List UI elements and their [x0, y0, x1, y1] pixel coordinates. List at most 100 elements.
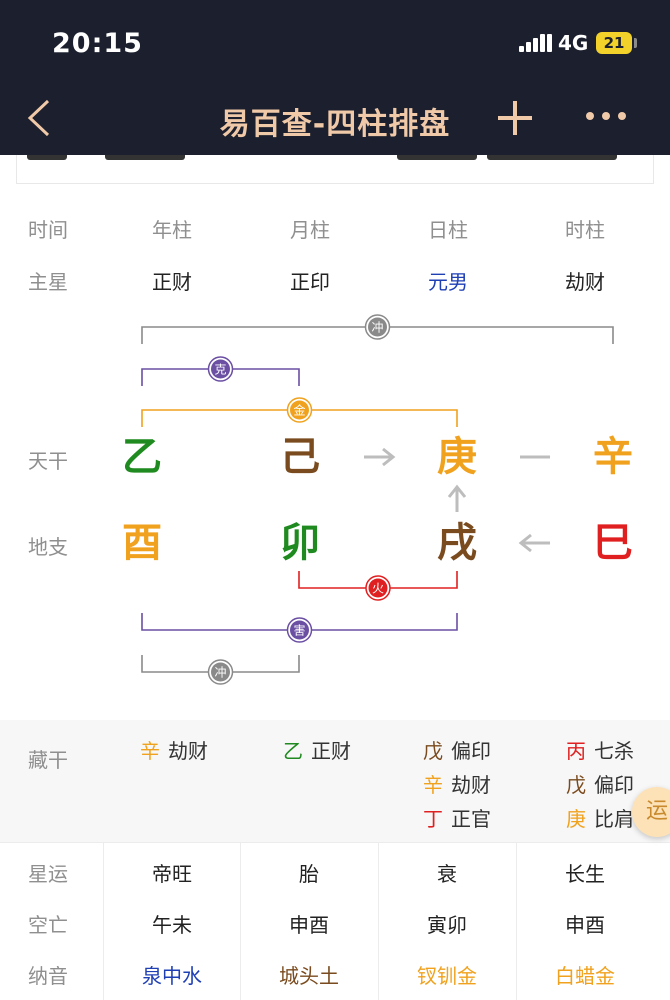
- star-luck-hour: 长生: [565, 862, 605, 886]
- branch-day: 戌: [437, 520, 477, 566]
- hidden-stem-gan: 丁: [423, 807, 443, 831]
- hidden-stem-gan: 戊: [566, 773, 586, 797]
- table-divider: [378, 842, 379, 1000]
- hidden-stem-god: 劫财: [451, 773, 491, 797]
- hidden-stem-gan: 戊: [423, 739, 443, 763]
- peek-text-fragment: [27, 155, 67, 160]
- hidden-stem-god: 正财: [311, 739, 351, 763]
- branch-hour: 巳: [593, 520, 633, 566]
- hidden-stem-item: 乙正财: [283, 735, 351, 764]
- scrolled-info-card: [16, 155, 654, 184]
- table-divider: [240, 842, 241, 1000]
- relation-badge-label: 金: [293, 403, 305, 418]
- branch-year: 酉: [122, 520, 162, 566]
- battery-nub: [634, 38, 637, 48]
- hidden-stem-gan: 庚: [566, 807, 586, 831]
- kongwang-month: 申酉: [289, 913, 329, 937]
- network-type: 4G: [558, 31, 589, 55]
- hidden-stem-god: 劫财: [168, 739, 208, 763]
- table-top-border: [0, 842, 670, 843]
- hidden-stem-section: [0, 720, 670, 842]
- pillar-header-hour: 时柱: [565, 218, 605, 242]
- relation-badge-label: 冲: [214, 665, 226, 680]
- label-star-luck: 星运: [28, 862, 68, 886]
- hidden-stem-god: 比肩: [594, 807, 634, 831]
- hidden-stem-god: 七杀: [594, 739, 634, 763]
- relation-badge-label: 冲: [371, 320, 383, 335]
- label-heavenly-stem: 天干: [28, 449, 68, 473]
- branch-month: 卯: [280, 520, 320, 566]
- nayin-day: 钗钏金: [417, 964, 477, 988]
- main-star-day: 元男: [428, 270, 468, 294]
- relation-badge-label: 克: [214, 363, 226, 377]
- pillar-header-year: 年柱: [152, 218, 192, 242]
- more-icon[interactable]: [584, 101, 628, 131]
- label-nayin: 纳音: [28, 964, 68, 988]
- label-kongwang: 空亡: [28, 913, 68, 937]
- nayin-month: 城头土: [279, 964, 339, 988]
- hidden-stem-gan: 丙: [566, 739, 586, 763]
- table-divider: [516, 842, 517, 1000]
- peek-text-fragment: [487, 155, 617, 160]
- table-divider: [103, 842, 104, 1000]
- hidden-stem-item: 丁正官: [423, 803, 491, 832]
- battery-icon: 21: [596, 32, 632, 54]
- peek-text-fragment: [397, 155, 477, 160]
- main-star-month: 正印: [290, 270, 330, 294]
- relation-badge-label: 火: [372, 582, 384, 596]
- hidden-stem-god: 偏印: [594, 773, 634, 797]
- nayin-year: 泉中水: [142, 964, 202, 988]
- peek-text-fragment: [105, 155, 185, 160]
- stem-day: 庚: [437, 434, 477, 480]
- star-luck-year: 帝旺: [152, 862, 192, 886]
- main-star-hour: 劫财: [565, 270, 605, 294]
- label-main-star: 主星: [28, 270, 68, 294]
- hidden-stem-gan: 乙: [283, 739, 303, 763]
- stem-hour: 辛: [593, 434, 633, 480]
- relation-top-2: 金: [141, 397, 458, 427]
- stem-year: 乙: [122, 434, 162, 480]
- relation-top-1: 克: [141, 356, 300, 386]
- pillar-detail-table: [0, 842, 670, 1000]
- signal-icon: [519, 34, 553, 52]
- arrow-right-icon: [364, 447, 396, 467]
- kongwang-hour: 申酉: [565, 913, 605, 937]
- nav-bar: 易百查-四柱排盘: [0, 85, 670, 155]
- hidden-stem-item: 丙七杀: [566, 735, 634, 764]
- kongwang-year: 午未: [152, 913, 192, 937]
- hidden-stem-gan: 辛: [140, 739, 160, 763]
- hidden-stem-god: 正官: [451, 807, 491, 831]
- hidden-stem-item: 戊偏印: [566, 769, 634, 798]
- add-icon[interactable]: [494, 95, 536, 141]
- arrow-left-icon: [518, 533, 550, 553]
- hidden-stem-item: 庚比肩: [566, 803, 634, 832]
- relation-bottom-5: 冲: [141, 655, 300, 685]
- status-bar: 20:15 4G 21: [0, 0, 670, 85]
- star-luck-month: 胎: [299, 862, 319, 886]
- label-earthly-branch: 地支: [28, 535, 68, 559]
- relation-badge-label: 害: [293, 623, 305, 638]
- stem-month: 己: [280, 434, 320, 480]
- hidden-stem-item: 戊偏印: [423, 735, 491, 764]
- hidden-stem-god: 偏印: [451, 739, 491, 763]
- luck-floating-button[interactable]: 运: [632, 787, 670, 837]
- hidden-stem-item: 辛劫财: [140, 735, 208, 764]
- pillar-header-month: 月柱: [290, 218, 330, 242]
- relation-bottom-3: 火: [298, 571, 458, 601]
- nayin-hour: 白蜡金: [555, 964, 615, 988]
- hidden-stem-gan: 辛: [423, 773, 443, 797]
- main-star-year: 正财: [152, 270, 192, 294]
- pillar-header-day: 日柱: [428, 218, 468, 242]
- label-time: 时间: [28, 218, 68, 242]
- arrow-up-icon: [447, 484, 467, 512]
- label-hidden-stem: 藏干: [28, 748, 68, 772]
- back-icon[interactable]: [22, 95, 62, 141]
- status-time: 20:15: [52, 28, 143, 59]
- relation-top-0: 冲: [141, 314, 614, 344]
- star-luck-day: 衰: [437, 862, 457, 886]
- relation-bottom-4: 害: [141, 613, 458, 643]
- hidden-stem-item: 辛劫财: [423, 769, 491, 798]
- kongwang-day: 寅卯: [427, 913, 467, 937]
- page-title: 易百查-四柱排盘: [219, 107, 451, 142]
